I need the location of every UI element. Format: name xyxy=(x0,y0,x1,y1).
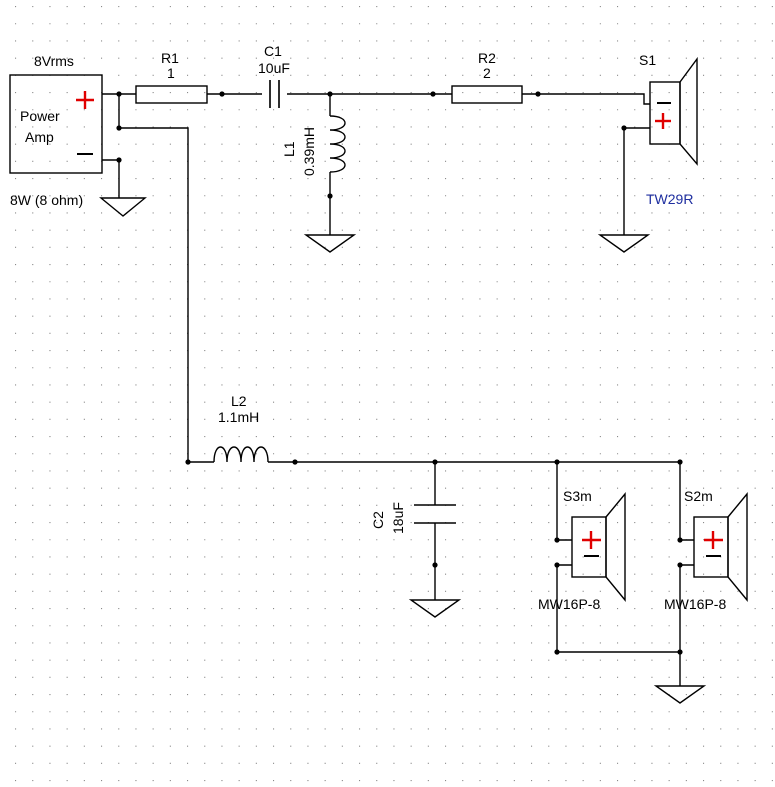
capacitor-c1[interactable]: C1 10uF xyxy=(258,43,290,108)
junction xyxy=(327,193,333,199)
r2-value: 2 xyxy=(483,65,491,81)
inductor-l2[interactable]: L2 1.1mH xyxy=(213,393,269,463)
s2m-model: MW16P-8 xyxy=(664,596,726,612)
junction xyxy=(535,91,541,97)
grounds xyxy=(99,197,707,704)
l2-value: 1.1mH xyxy=(218,409,259,425)
wire-r2-s1 xyxy=(522,93,650,105)
junction xyxy=(185,459,191,465)
resistor-r1[interactable]: R1 1 xyxy=(135,50,208,104)
speaker-s1[interactable]: S1 TW29R xyxy=(639,52,698,207)
ground-symbol xyxy=(597,234,651,253)
junction xyxy=(116,125,122,131)
l2-name: L2 xyxy=(231,393,247,409)
junction xyxy=(554,562,560,568)
junction xyxy=(327,91,333,97)
junction xyxy=(554,649,560,655)
grid-dots xyxy=(15,6,773,782)
junctions xyxy=(116,91,683,655)
power-amp-body xyxy=(9,74,103,174)
r2-name: R2 xyxy=(478,50,496,66)
l2-coil xyxy=(213,446,269,463)
ground-symbol xyxy=(303,234,357,253)
s1-magnet xyxy=(649,81,681,145)
junction xyxy=(554,459,560,465)
l1-name: L1 xyxy=(281,141,297,157)
amp-spec-label: 8W (8 ohm) xyxy=(10,192,83,208)
r2-body xyxy=(451,85,523,104)
junction xyxy=(677,537,683,543)
s1-cone xyxy=(679,56,698,166)
wire-amp-l2 xyxy=(118,94,214,463)
speaker-s3m[interactable]: S3m MW16P-8 xyxy=(538,488,626,612)
wire-s2-gnd xyxy=(679,564,694,686)
wire-amp-gnd xyxy=(102,159,120,198)
dot-grid xyxy=(15,6,773,782)
s3m-name: S3m xyxy=(563,488,592,504)
junction xyxy=(554,537,560,543)
wire-s1-gnd xyxy=(623,127,650,235)
junction xyxy=(432,459,438,465)
c1-gap xyxy=(271,80,278,108)
c2-value: 18uF xyxy=(390,502,406,534)
junction xyxy=(219,91,225,97)
junction xyxy=(292,459,298,465)
s2m-magnet xyxy=(693,516,729,578)
junction xyxy=(116,157,122,163)
junction xyxy=(677,459,683,465)
resistor-r2[interactable]: R2 2 xyxy=(451,50,523,104)
c1-name: C1 xyxy=(264,43,282,59)
s2m-cone xyxy=(727,492,748,602)
amp-name-line2: Amp xyxy=(25,129,54,145)
c1-value: 10uF xyxy=(258,60,290,76)
l1-value: 0.39mH xyxy=(301,127,317,176)
s3m-model: MW16P-8 xyxy=(538,596,600,612)
l1-coil xyxy=(329,115,346,173)
power-amp[interactable]: 8Vrms Power Amp 8W (8 ohm) xyxy=(9,53,103,208)
s1-model: TW29R xyxy=(646,191,693,207)
junction xyxy=(430,91,436,97)
r1-value: 1 xyxy=(167,65,175,81)
speaker-s2m[interactable]: S2m MW16P-8 xyxy=(664,488,748,612)
amp-name-line1: Power xyxy=(20,108,60,124)
junction xyxy=(677,562,683,568)
r1-body xyxy=(135,85,208,104)
wire-s3-return xyxy=(556,564,680,653)
ground-symbol xyxy=(653,685,707,704)
s3m-cone xyxy=(605,492,626,602)
junction xyxy=(116,91,122,97)
junction xyxy=(432,562,438,568)
junction xyxy=(621,125,627,131)
c2-name: C2 xyxy=(370,511,386,529)
s3m-magnet xyxy=(571,516,607,578)
amp-voltage-label: 8Vrms xyxy=(34,53,74,69)
ground-symbol xyxy=(408,599,462,618)
junction xyxy=(677,649,683,655)
s1-name: S1 xyxy=(639,52,656,68)
r1-name: R1 xyxy=(161,50,179,66)
capacitor-c2[interactable]: C2 18uF xyxy=(370,502,456,534)
ground-symbol xyxy=(99,197,147,217)
inductor-l1[interactable]: L1 0.39mH xyxy=(281,115,346,176)
s2m-name: S2m xyxy=(684,488,713,504)
wires xyxy=(102,93,694,686)
